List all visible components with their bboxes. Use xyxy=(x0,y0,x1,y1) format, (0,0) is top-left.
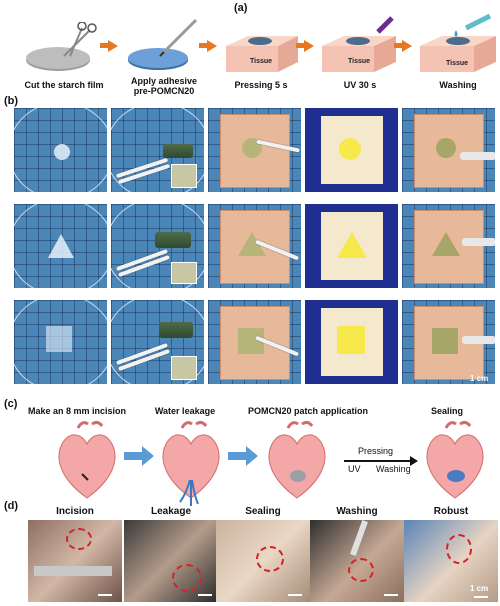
scale-label-b: 1 cm xyxy=(470,374,489,383)
step-label-5: Washing xyxy=(416,80,500,90)
photo-d-title-2: Leakage xyxy=(150,506,192,517)
scale-bar-b xyxy=(470,384,490,386)
step-label-2-line2: pre-POMCN20 xyxy=(133,86,195,96)
heart-3-icon xyxy=(268,420,326,499)
uv-illustration xyxy=(318,16,400,78)
step-arrow-3-body xyxy=(296,43,305,48)
step-label-1: Cut the starch film xyxy=(14,80,114,90)
panel-c-label: (c) xyxy=(4,398,18,410)
panel-d-label: (d) xyxy=(4,500,19,512)
blue-arrow-2 xyxy=(228,446,258,466)
photo-d-title-4: Washing xyxy=(336,506,378,517)
step-label-2-line1: Apply adhesive xyxy=(130,76,198,86)
photo-d-sealing xyxy=(216,520,310,602)
photo-b-r1-c3 xyxy=(208,108,301,192)
step-label-5-line1: Washing xyxy=(439,80,477,90)
panel-b-label: (b) xyxy=(4,95,19,107)
photo-b-r2-c4 xyxy=(305,204,398,288)
photo-grid-b: 1 cm xyxy=(14,108,496,394)
photo-d-title-3: Sealing xyxy=(245,506,281,517)
photo-d-incision xyxy=(28,520,122,602)
starch-film-illustration xyxy=(20,21,104,74)
step-label-4-line1: UV 30 s xyxy=(343,80,377,90)
photo-d-robust: 1 cm xyxy=(404,520,498,602)
step-c-2: Water leakage xyxy=(154,406,216,416)
photo-b-r3-c3 xyxy=(208,300,301,384)
step-arrow-3 xyxy=(304,40,314,52)
heart-2-icon xyxy=(162,420,220,506)
step-arrow-1-body xyxy=(100,43,109,48)
pipette-disk-icon xyxy=(128,18,198,70)
photo-b-r3-c4 xyxy=(305,300,398,384)
step-label-3-line1: Pressing 5 s xyxy=(234,80,288,90)
tissue-label-2: Tissue xyxy=(348,58,371,65)
photo-b-r3-c1 xyxy=(14,300,107,384)
photo-b-r3-c5 xyxy=(402,300,495,384)
scale-label-d: 1 cm xyxy=(470,584,489,593)
photo-b-r2-c2 xyxy=(111,204,204,288)
step-label-3: Pressing 5 s xyxy=(218,80,304,90)
scissors-film-icon xyxy=(26,21,97,71)
photo-d-title-1: Incision xyxy=(56,506,94,517)
photo-b-r1-c2 xyxy=(111,108,204,192)
photo-b-r2-c3 xyxy=(208,204,301,288)
step-label-1-line1: Cut the starch film xyxy=(24,80,104,90)
step-label-4: UV 30 s xyxy=(318,80,402,90)
step-arrow-1 xyxy=(108,40,118,52)
tissue-label-3: Tissue xyxy=(446,60,469,67)
heart-1-icon xyxy=(58,420,116,499)
photo-b-r1-c1 xyxy=(14,108,107,192)
panel-a-label: (a) xyxy=(234,2,248,14)
triangle-film xyxy=(48,234,74,258)
photo-b-r1-c5 xyxy=(402,108,495,192)
pressing-text: Pressing xyxy=(358,446,394,456)
step-c-3: POMCN20 patch application xyxy=(247,406,369,416)
square-film xyxy=(46,326,72,352)
photo-d-washing xyxy=(310,520,404,602)
photo-b-r1-c4 xyxy=(305,108,398,192)
tissue-block-icon xyxy=(226,36,298,72)
blue-arrow-1 xyxy=(124,446,154,466)
wash-bottle-icon xyxy=(420,13,496,72)
step-arrow-4 xyxy=(402,40,412,52)
circle-film xyxy=(54,144,70,160)
photo-d-title-5: Robust xyxy=(433,506,469,517)
uv-text: UV xyxy=(348,464,361,474)
washing-illustration xyxy=(416,13,500,78)
pressing-illustration xyxy=(222,22,302,78)
photo-d-leakage xyxy=(124,520,218,602)
step-arrow-4-body xyxy=(394,43,403,48)
photo-b-r3-c2 xyxy=(111,300,204,384)
photo-b-r2-c1 xyxy=(14,204,107,288)
step-arrow-2 xyxy=(207,40,217,52)
process-arrow xyxy=(344,460,414,462)
step-arrow-2-body xyxy=(199,43,208,48)
step-c-1: Make an 8 mm incision xyxy=(27,406,127,416)
apply-adhesive-illustration xyxy=(124,16,204,74)
photo-b-r2-c5 xyxy=(402,204,495,288)
washing-text: Washing xyxy=(376,464,411,474)
step-c-4: Sealing xyxy=(430,406,463,416)
step-label-2: Apply adhesive pre-POMCN20 xyxy=(116,76,212,96)
heart-4-icon xyxy=(426,420,484,499)
process-arrow-head xyxy=(410,456,418,466)
tissue-label-1: Tissue xyxy=(250,58,273,65)
uv-lamp-icon xyxy=(322,16,396,72)
